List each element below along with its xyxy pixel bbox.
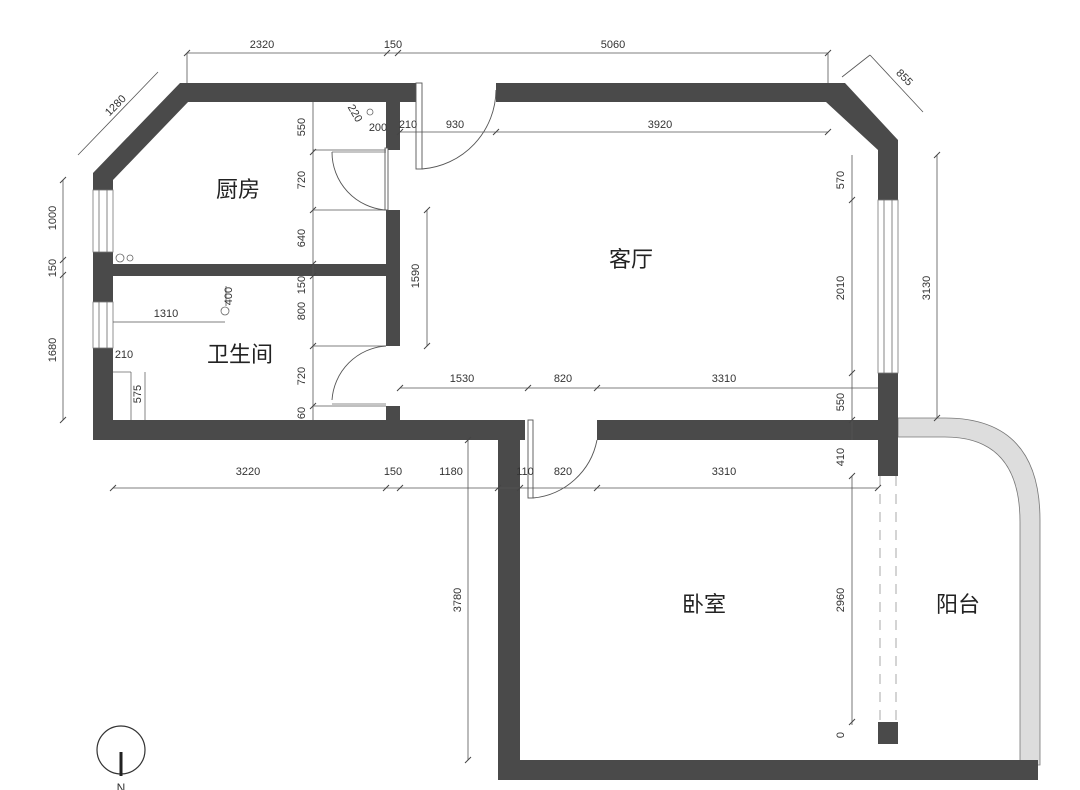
dim-l-3920: 3920 [648,119,672,131]
dim-l-930: 930 [446,119,464,131]
dim-m-3310: 3310 [712,373,736,385]
dim-k-220: 220 [345,103,365,125]
dim-k-200: 200 [369,122,387,134]
dim-b-720: 720 [296,367,308,385]
dim-top-150: 150 [384,39,402,51]
dim-bot-1180: 1180 [439,466,463,478]
dim-b-60: 60 [296,407,308,419]
dim-b-210: 210 [115,349,133,361]
dim-b-1310: 1310 [154,308,178,320]
room-bathroom: 卫生间 [207,343,273,368]
walls [93,83,1038,780]
dim-k-720: 720 [296,171,308,189]
dim-bed-0: 0 [835,732,847,738]
dimension-labels: 2320 150 5060 1280 855 550 720 640 150 8… [47,39,933,738]
dim-top-5060: 5060 [601,39,625,51]
room-labels: 厨房 卫生间 客厅 卧室 阳台 [207,178,980,618]
dim-b-150: 150 [296,276,308,294]
dim-bed-3780: 3780 [452,588,464,612]
dim-k-640: 640 [296,229,308,247]
dimension-lines [59,49,941,764]
dim-c-1590: 1590 [410,264,422,288]
dim-top-2320: 2320 [250,39,274,51]
dim-m-1530: 1530 [450,373,474,385]
dim-r-550: 550 [835,393,847,411]
dim-b-400: 400 [223,287,235,305]
dim-r-410: 410 [835,448,847,466]
dim-b-800: 800 [296,302,308,320]
room-kitchen: 厨房 [216,178,260,203]
dim-b-575: 575 [132,385,144,403]
dim-left-150: 150 [47,259,59,277]
dim-left-1000: 1000 [47,206,59,230]
dim-bot-3220: 3220 [236,466,260,478]
fixtures [113,108,374,420]
dim-r-2010: 2010 [835,276,847,300]
dim-bed-2960: 2960 [835,588,847,612]
dim-bot-3310: 3310 [712,466,736,478]
dim-k-550: 550 [296,118,308,136]
dim-r-570: 570 [835,171,847,189]
doors [331,82,598,499]
dim-left-1680: 1680 [47,338,59,362]
dim-diag-855: 855 [893,67,914,88]
windows [92,189,899,722]
dim-m-820: 820 [554,373,572,385]
room-bedroom: 卧室 [682,593,726,618]
dim-bot-110: 110 [516,466,534,478]
compass-north-label: N [117,781,126,790]
dim-r-3130: 3130 [921,276,933,300]
dim-bot-150: 150 [384,466,402,478]
room-balcony: 阳台 [936,593,980,618]
balcony-rail [897,417,1041,766]
compass-icon: N [96,725,146,790]
dim-bot-820: 820 [554,466,572,478]
room-living: 客厅 [609,248,653,273]
dim-k-210: 210 [399,119,417,131]
